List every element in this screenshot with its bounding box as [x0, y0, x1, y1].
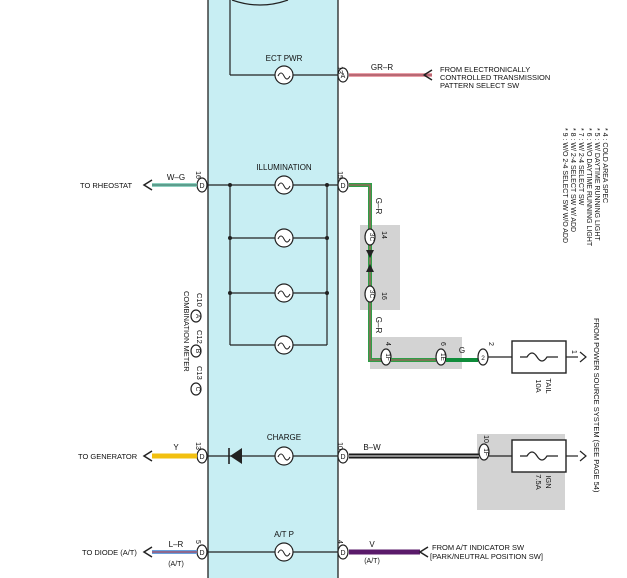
svg-text:D: D [340, 550, 345, 557]
diode-symbol [230, 448, 242, 464]
svg-text:5: 5 [194, 540, 201, 544]
wire-label-b-w: B–W [363, 443, 381, 452]
arrow-rheostat [142, 179, 153, 191]
note-1: * 4 : COLD AREA SPEC [601, 128, 608, 203]
svg-text:C: C [194, 387, 201, 392]
connector-ect [337, 67, 349, 83]
combination-meter-label: COMBINATION METER [182, 291, 191, 372]
ect-dest-line-2: CONTROLLED TRANSMISSION [440, 73, 550, 82]
fuse-tail-name: TAIL [544, 378, 553, 393]
fuse-ign-name: IGN [544, 475, 553, 488]
wire-label-g-r-2: G–R [374, 317, 383, 334]
junction-3c-14 [364, 228, 376, 246]
wire-label-v: V [369, 540, 375, 549]
wire-label-gr-r: GR–R [371, 63, 393, 72]
svg-text:10: 10 [336, 442, 343, 450]
wire-note-v: (A/T) [364, 558, 380, 565]
svg-text:2: 2 [487, 342, 494, 346]
svg-text:13: 13 [194, 442, 201, 450]
charge-circuit: CHARGE D 13 Y TO GENERATOR D 10 B–W 1F 1… [78, 433, 587, 490]
atp-circuit: A/T P D 5 L–R (A/T) TO DIODE (A/T) D 4 V… [82, 530, 543, 568]
wire-label-g: G [459, 346, 465, 355]
note-4: * 7 : W/ 2-4 SELECT SW [577, 128, 584, 206]
svg-text:A: A [341, 73, 346, 80]
connector-c10: C10 [195, 293, 204, 307]
svg-text:14: 14 [380, 231, 387, 239]
to-generator-label: TO GENERATOR [78, 452, 138, 461]
illumination-label: ILLUMINATION [256, 163, 312, 172]
to-rheostat-label: TO RHEOSTAT [80, 181, 133, 190]
junction-3c-16 [364, 285, 376, 303]
svg-text:D: D [199, 454, 204, 461]
meter-label-group: COMBINATION METER C10 A C12 B C13 C [182, 291, 204, 396]
wire-note-l-r: (A/T) [168, 561, 184, 568]
power-source-label: FROM POWER SOURCE SYSTEM (SEE PAGE 54) [592, 318, 601, 493]
ect-pin: 13 [336, 66, 343, 74]
connector-atp-right [337, 544, 349, 560]
junction-1e-6 [435, 348, 447, 366]
svg-text:15: 15 [336, 171, 343, 179]
svg-text:A: A [194, 314, 201, 319]
junction-1f-4 [380, 348, 392, 366]
meter-top-arc [231, 0, 289, 6]
illumination-circuit: ILLUMINATION D 16 W–G TO RHEOSTAT D 15 [80, 163, 587, 394]
connector-charge-right [337, 448, 349, 464]
svg-text:10: 10 [482, 435, 489, 443]
arrow-ect [422, 69, 433, 81]
connector-c12: C12 [195, 330, 204, 344]
svg-text:4: 4 [384, 342, 391, 346]
svg-text:D: D [340, 454, 345, 461]
arrow-diode [142, 546, 153, 558]
note-2: * 5 : W/ DAYTIME RUNNING LIGHT [593, 128, 600, 241]
atp-dest-line-1: FROM A/T INDICATOR SW [432, 543, 525, 552]
combination-meter-body [207, 0, 339, 578]
svg-text:2: 2 [481, 355, 485, 362]
note-3: * 6 : W/O DAYTIME RUNNING LIGHT [585, 128, 592, 247]
wire-label-l-r: L–R [169, 540, 184, 549]
svg-text:3C: 3C [368, 233, 375, 242]
note-6: * 9 : W/O 2-4 SELECT SW W/O ADD [561, 128, 568, 243]
svg-text:1: 1 [570, 350, 577, 354]
svg-text:D: D [199, 183, 204, 190]
svg-text:3C: 3C [368, 290, 375, 299]
junction-1f-10 [478, 443, 490, 461]
ect-dest-line-1: FROM ELECTRONICALLY [440, 65, 530, 74]
ect-circuit: ECT PWR A 13 GR–R FROM ELECTRONICALLY CO… [229, 0, 550, 90]
fuse-tail-amps: 10A [534, 379, 543, 392]
fuse-ign-amps: 7.5A [534, 474, 543, 489]
note-5: * 8 : W/ 2-4 SELECT SW W/ ADD [569, 128, 576, 232]
notes-legend: * 4 : COLD AREA SPEC * 5 : W/ DAYTIME RU… [561, 128, 608, 247]
svg-text:D: D [199, 550, 204, 557]
atp-dest-line-2: [PARK/NEUTRAL POSITION SW] [430, 552, 543, 561]
svg-text:16: 16 [194, 171, 201, 179]
charge-label: CHARGE [267, 433, 301, 442]
fuse-tail-symbol [520, 352, 558, 362]
wire-label-y: Y [173, 443, 179, 452]
connector-c13: C13 [195, 366, 204, 380]
fuse-ign-symbol [520, 451, 558, 461]
ect-dest-line-3: PATTERN SELECT SW [440, 81, 520, 90]
atp-label: A/T P [274, 530, 294, 539]
wire-label-w-g: W–G [167, 173, 185, 182]
wire-label-g-r-1: G–R [374, 198, 383, 215]
svg-text:4: 4 [336, 540, 343, 544]
svg-text:B: B [194, 349, 201, 353]
svg-text:D: D [340, 183, 345, 190]
ect-pwr-label: ECT PWR [266, 54, 303, 63]
svg-text:16: 16 [380, 292, 387, 300]
connector-illum-right [337, 177, 349, 193]
to-diode-label: TO DIODE (A/T) [82, 548, 137, 557]
svg-text:6: 6 [439, 342, 446, 346]
svg-text:1F: 1F [482, 448, 489, 456]
svg-text:1F: 1F [384, 353, 391, 361]
arrow-generator [142, 450, 153, 462]
svg-text:1E: 1E [439, 353, 446, 362]
arrow-atp [418, 546, 429, 558]
